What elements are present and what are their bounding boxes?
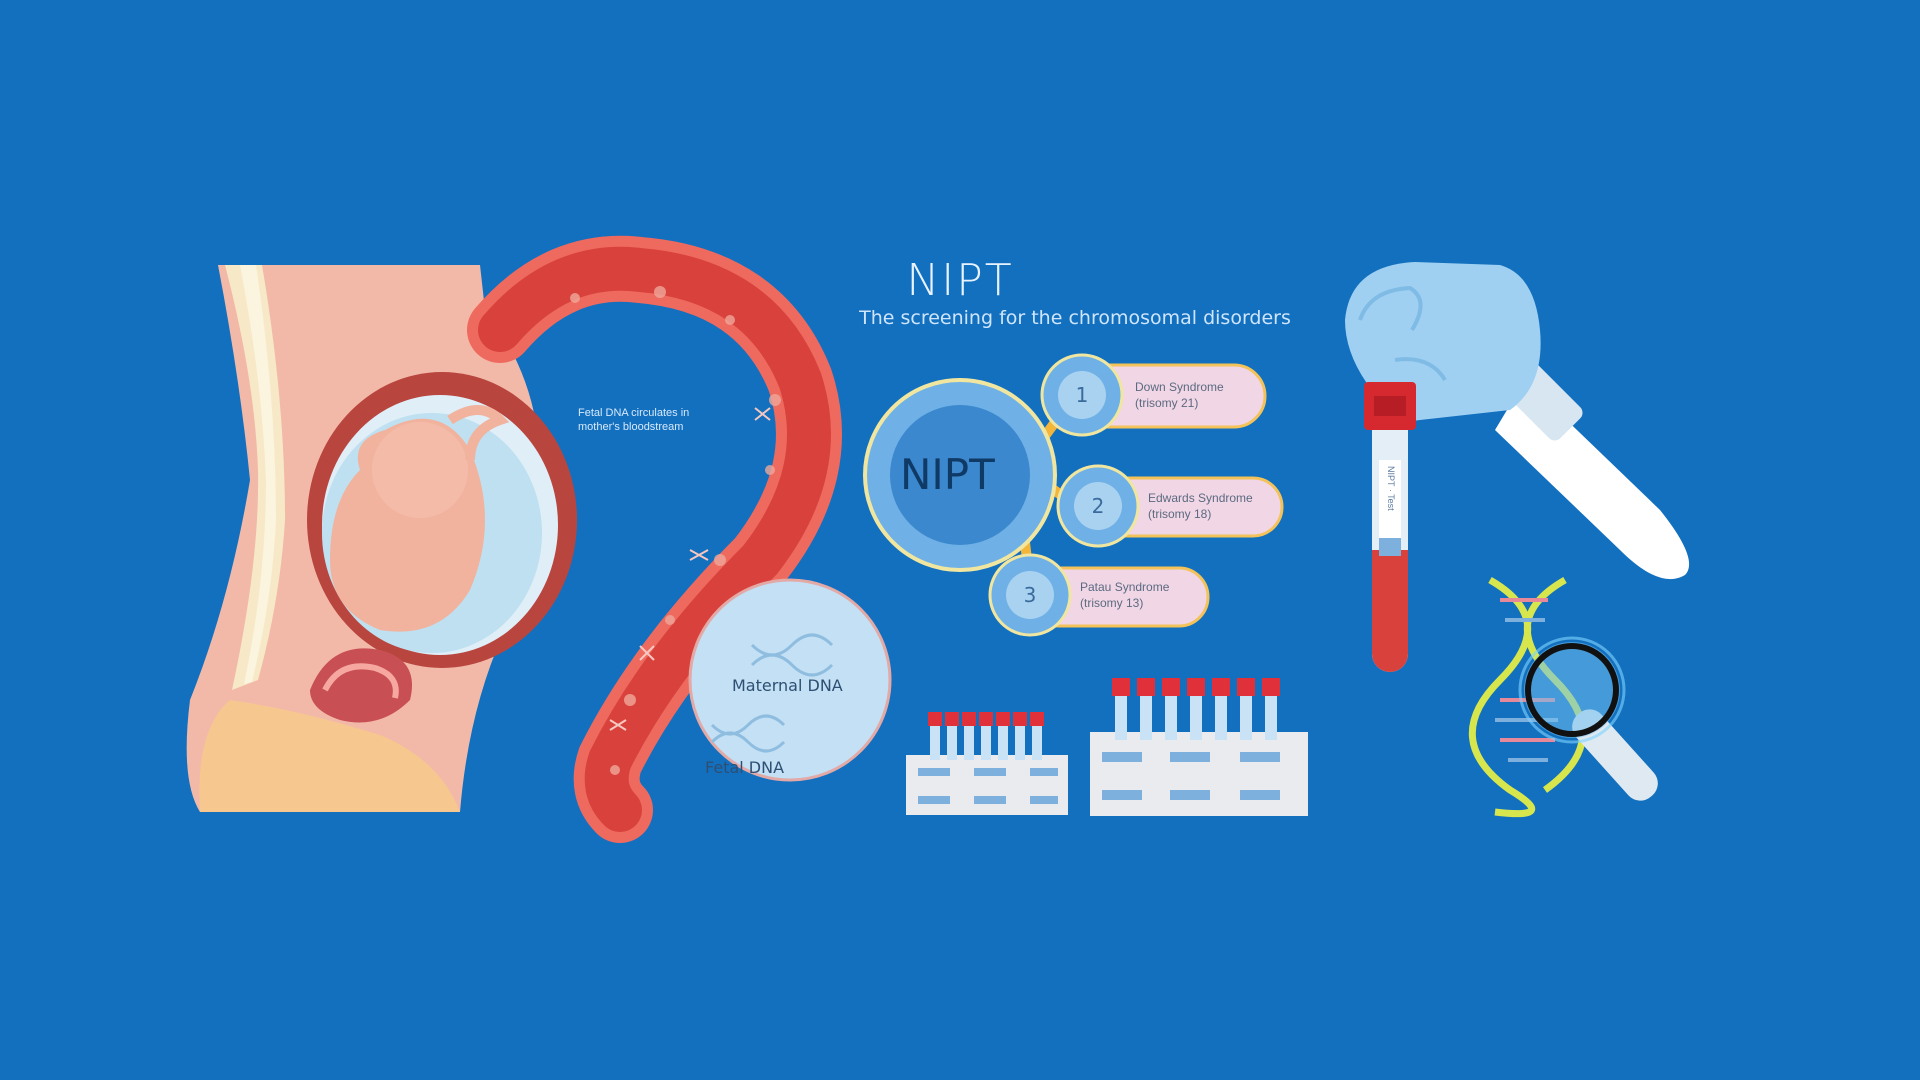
- condition-3-detail: (trisomy 13): [1080, 596, 1144, 610]
- condition-3-name: Patau Syndrome: [1080, 580, 1170, 594]
- tube-label: NIPT · Test: [1386, 466, 1396, 511]
- pregnancy-crosssection-icon: [186, 265, 577, 812]
- page-title: NIPT: [906, 255, 1014, 306]
- condition-2-number: 2: [1091, 494, 1105, 518]
- page-subtitle: The screening for the chromosomal disord…: [859, 307, 1291, 329]
- dna-bubble: [688, 578, 892, 782]
- condition-1-number: 1: [1075, 383, 1089, 407]
- dna-icon: [710, 633, 834, 753]
- blood-tube-icon: [1364, 382, 1416, 672]
- maternal-dna-label: Maternal DNA: [732, 676, 843, 695]
- test-tube-rack-icon: [906, 678, 1308, 816]
- fetal-dna-label: Fetal DNA: [705, 758, 785, 777]
- circulation-note: Fetal DNA circulates in mother's bloodst…: [578, 407, 690, 433]
- blood-vessel-icon: [467, 235, 842, 843]
- condition-1-detail: (trisomy 21): [1135, 396, 1199, 410]
- condition-1-name: Down Syndrome: [1135, 380, 1224, 394]
- gloved-hand-icon: [1345, 262, 1690, 580]
- condition-3-number: 3: [1023, 583, 1037, 607]
- condition-2-detail: (trisomy 18): [1148, 507, 1212, 521]
- magnifier-icon: [1518, 636, 1658, 801]
- hub-label: NIPT: [900, 450, 995, 499]
- condition-2-name: Edwards Syndrome: [1148, 491, 1253, 505]
- nipt-hub-diagram: [863, 353, 1284, 637]
